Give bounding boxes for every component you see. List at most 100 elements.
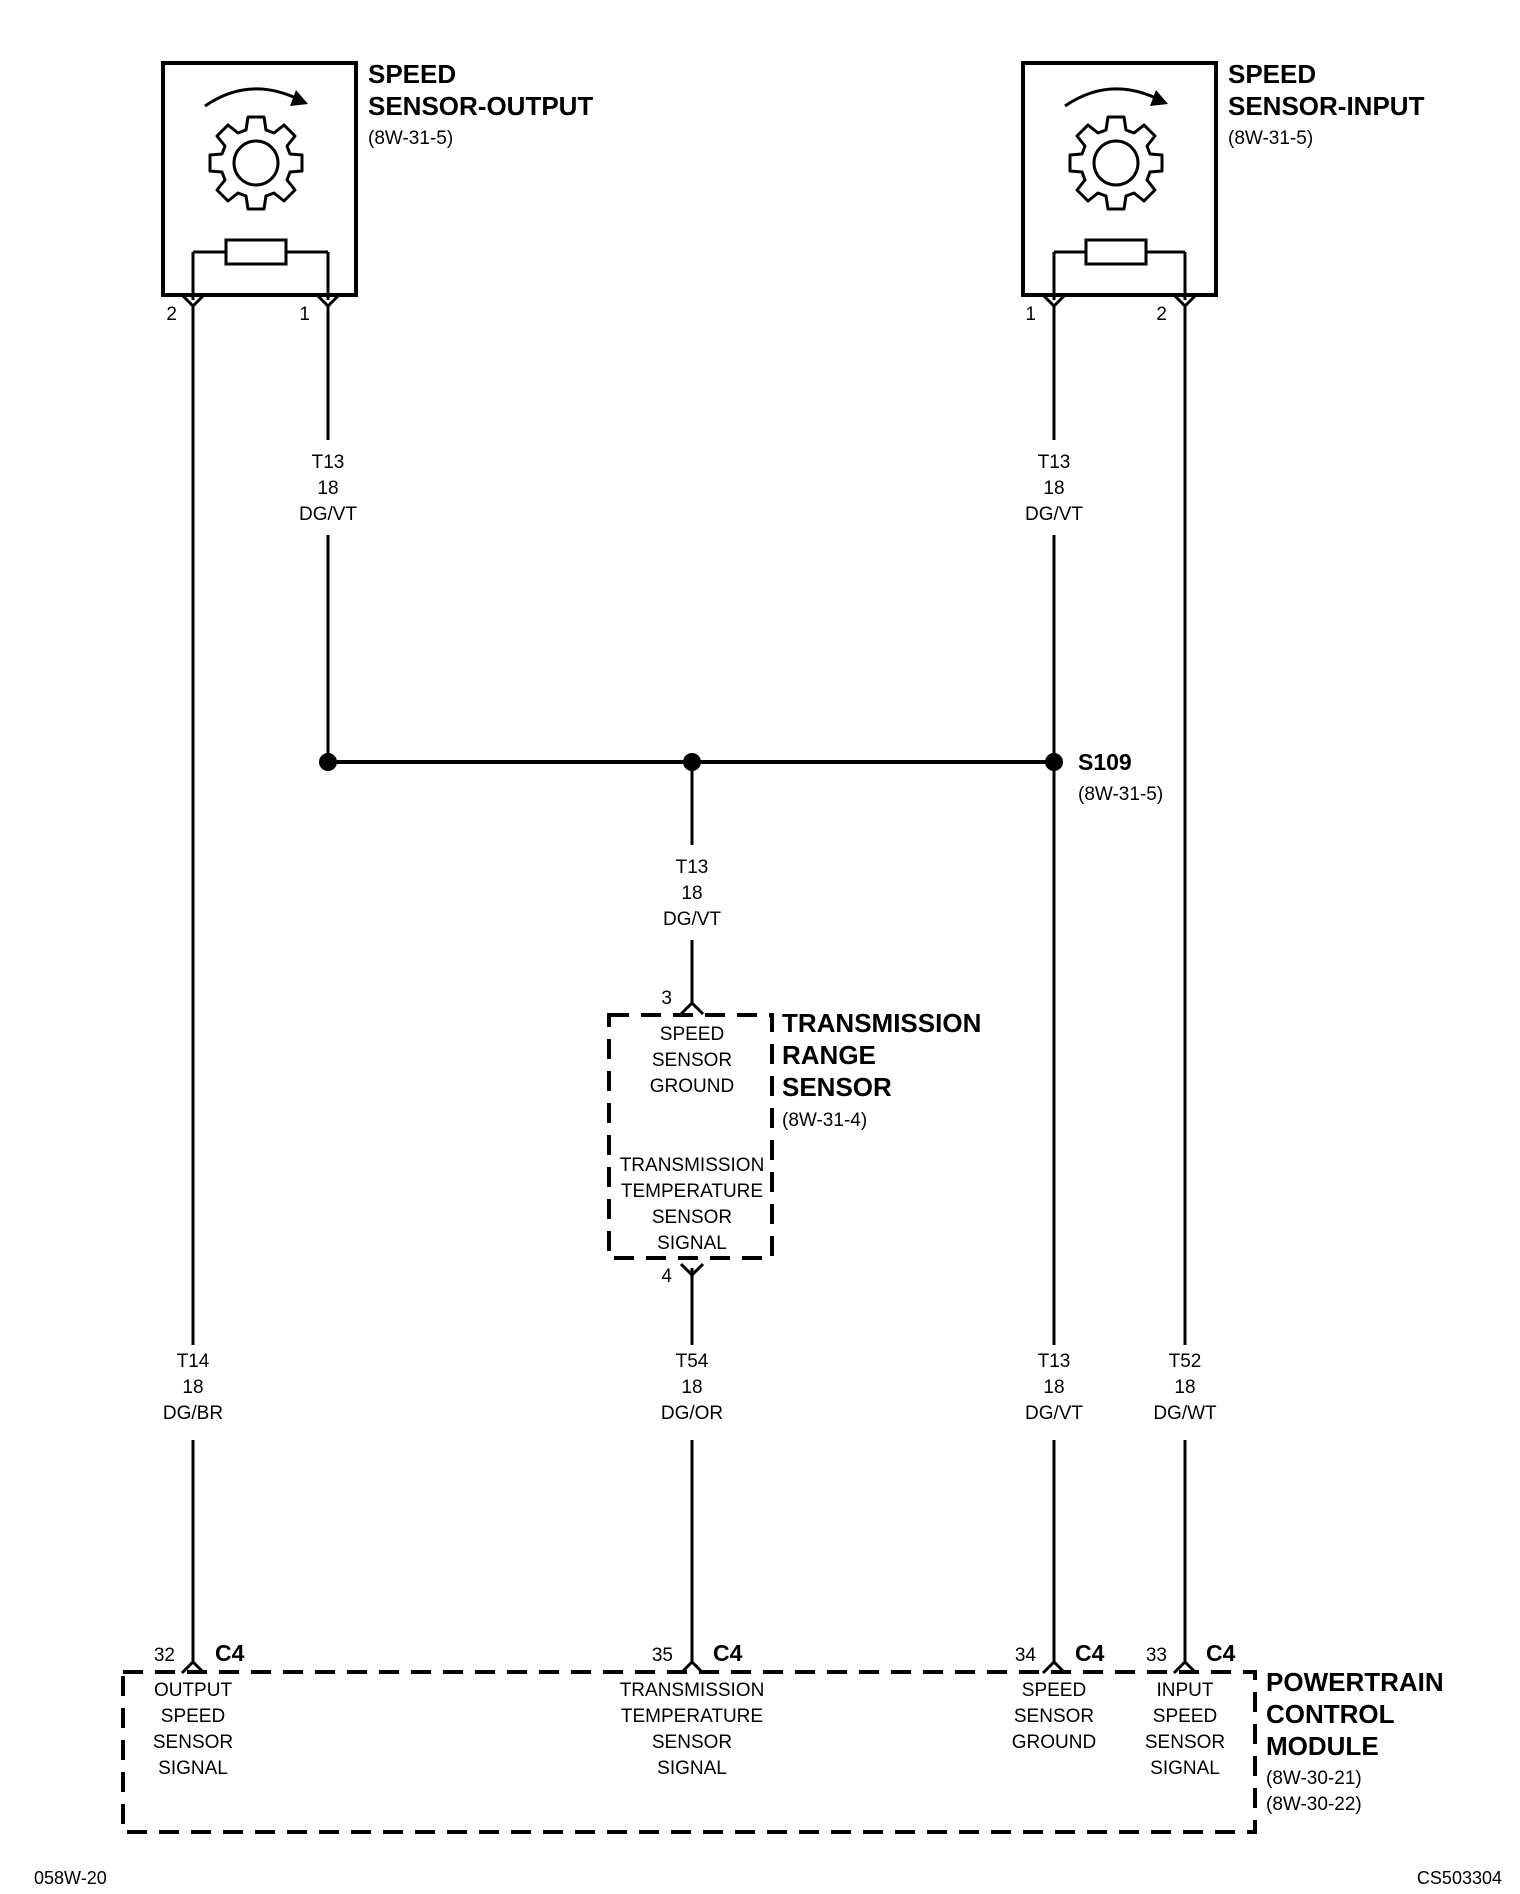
reference-label: (8W-30-22) [1266, 1794, 1362, 1815]
splice-dot [319, 753, 337, 771]
component-title: SENSOR [782, 1072, 892, 1102]
wire-color: DG/VT [299, 504, 357, 525]
pin-number: 2 [166, 304, 177, 325]
label-line: SENSOR [1014, 1706, 1094, 1727]
rotation-arrow-icon [204, 87, 308, 108]
figure-code: 058W-20 [34, 1868, 107, 1888]
gear-icon [208, 115, 304, 211]
label-line: TRANSMISSION [620, 1680, 765, 1701]
label-line: SPEED [1022, 1680, 1086, 1701]
trs-ground-label: SPEED SENSOR GROUND [650, 1024, 734, 1097]
wire-circuit: T13 [676, 857, 709, 878]
wire-gauge: 18 [1174, 1377, 1195, 1398]
component-title: TRANSMISSION [782, 1008, 981, 1038]
connector-id: C4 [215, 1640, 245, 1666]
label-line: SPEED [660, 1024, 724, 1045]
wire-circuit: T13 [1038, 452, 1071, 473]
label-line: SIGNAL [158, 1758, 228, 1779]
wire-circuit: T13 [312, 452, 345, 473]
label-line: SENSOR [153, 1732, 233, 1753]
pin-number: 32 [154, 1645, 175, 1666]
wire-gauge: 18 [182, 1377, 203, 1398]
wire-label-t14: T14 18 DG/BR [163, 1351, 223, 1424]
label-line: SENSOR [652, 1207, 732, 1228]
label-line: OUTPUT [154, 1680, 233, 1701]
wire-color: DG/WT [1153, 1403, 1217, 1424]
wire-gauge: 18 [317, 478, 338, 499]
pin-number: 1 [299, 304, 310, 325]
wire-color: DG/OR [661, 1403, 723, 1424]
wire-circuit: T14 [177, 1351, 210, 1372]
powertrain-control-module: 32 C4 OUTPUT SPEED SENSOR SIGNAL 35 C4 T… [121, 1640, 1444, 1834]
pcm-box [121, 1670, 1257, 1834]
component-title: MODULE [1266, 1731, 1379, 1761]
wire-gauge: 18 [681, 1377, 702, 1398]
pcm-connector-33: 33 C4 INPUT SPEED SENSOR SIGNAL [1145, 1640, 1236, 1779]
connector-pin-icon [679, 1660, 705, 1675]
reference-label: (8W-31-5) [368, 128, 453, 149]
label-line: TEMPERATURE [621, 1181, 763, 1202]
connector-pin-icon [679, 1001, 705, 1016]
trs-temp-label: TRANSMISSION TEMPERATURE SENSOR SIGNAL [620, 1155, 765, 1254]
label-line: SENSOR [652, 1050, 732, 1071]
wire-label-t52: T52 18 DG/WT [1153, 1351, 1217, 1424]
pin-number: 33 [1146, 1645, 1167, 1666]
connector-id: C4 [1206, 1640, 1236, 1666]
transmission-range-sensor: 3 4 SPEED SENSOR GROUND TRANSMISSION TEM… [607, 988, 981, 1287]
wire-circuit: T52 [1169, 1351, 1202, 1372]
pin-number: 2 [1156, 304, 1167, 325]
label-line: SENSOR [1145, 1732, 1225, 1753]
pcm-connector-35: 35 C4 TRANSMISSION TEMPERATURE SENSOR SI… [620, 1640, 765, 1779]
connector-id: C4 [1075, 1640, 1105, 1666]
wires [191, 306, 1187, 1662]
wire-gauge: 18 [681, 883, 702, 904]
pin-number: 35 [652, 1645, 673, 1666]
pin-number: 34 [1015, 1645, 1037, 1666]
reference-label: (8W-31-5) [1078, 784, 1163, 805]
splice-label: S109 [1078, 749, 1132, 775]
resistor-icon [1052, 238, 1187, 300]
wire-label-out-t13: T13 18 DG/VT [299, 452, 357, 525]
component-title: POWERTRAIN [1266, 1667, 1444, 1697]
speed-sensor-input: 1 2 SPEED SENSOR-INPUT (8W-31-5) [1021, 59, 1425, 325]
trs-box [607, 1013, 774, 1260]
label-line: SPEED [1153, 1706, 1217, 1727]
reference-label: (8W-30-21) [1266, 1768, 1362, 1789]
component-title: SENSOR-OUTPUT [368, 91, 593, 121]
label-line: GROUND [1012, 1732, 1096, 1753]
label-line: SIGNAL [657, 1758, 727, 1779]
label-line: TRANSMISSION [620, 1155, 765, 1176]
speed-sensor-output: 2 1 SPEED SENSOR-OUTPUT (8W-31-5) [161, 59, 593, 325]
resistor-icon [191, 238, 330, 300]
wire-label-in-t13: T13 18 DG/VT [1025, 452, 1083, 525]
component-title: SPEED [1228, 59, 1316, 89]
pin-number: 3 [661, 988, 672, 1009]
wire-color: DG/VT [1025, 504, 1083, 525]
label-line: SPEED [161, 1706, 225, 1727]
wire-gauge: 18 [1043, 478, 1064, 499]
component-title: RANGE [782, 1040, 876, 1070]
reference-label: (8W-31-4) [782, 1110, 867, 1131]
speed-sensor-output-box [161, 61, 358, 297]
wire-color: DG/VT [663, 909, 721, 930]
pin-number: 4 [661, 1266, 672, 1287]
label-line: INPUT [1157, 1680, 1214, 1701]
label-line: SIGNAL [657, 1233, 727, 1254]
label-line: SIGNAL [1150, 1758, 1220, 1779]
wire-color: DG/VT [1025, 1403, 1083, 1424]
reference-label: (8W-31-5) [1228, 128, 1313, 149]
connector-id: C4 [713, 1640, 743, 1666]
splice-dot [1045, 753, 1063, 771]
wire-label-t54: T54 18 DG/OR [661, 1351, 723, 1424]
wire-circuit: T54 [676, 1351, 709, 1372]
drawing-number: CS503304 [1417, 1868, 1502, 1888]
pcm-connector-34: 34 C4 SPEED SENSOR GROUND [1012, 1640, 1105, 1753]
speed-sensor-input-box [1021, 61, 1218, 297]
label-line: TEMPERATURE [621, 1706, 763, 1727]
wire-label-pcm-t13: T13 18 DG/VT [1025, 1351, 1083, 1424]
splice-dot [683, 753, 701, 771]
rotation-arrow-icon [1064, 87, 1168, 108]
wire-gauge: 18 [1043, 1377, 1064, 1398]
label-line: GROUND [650, 1076, 734, 1097]
